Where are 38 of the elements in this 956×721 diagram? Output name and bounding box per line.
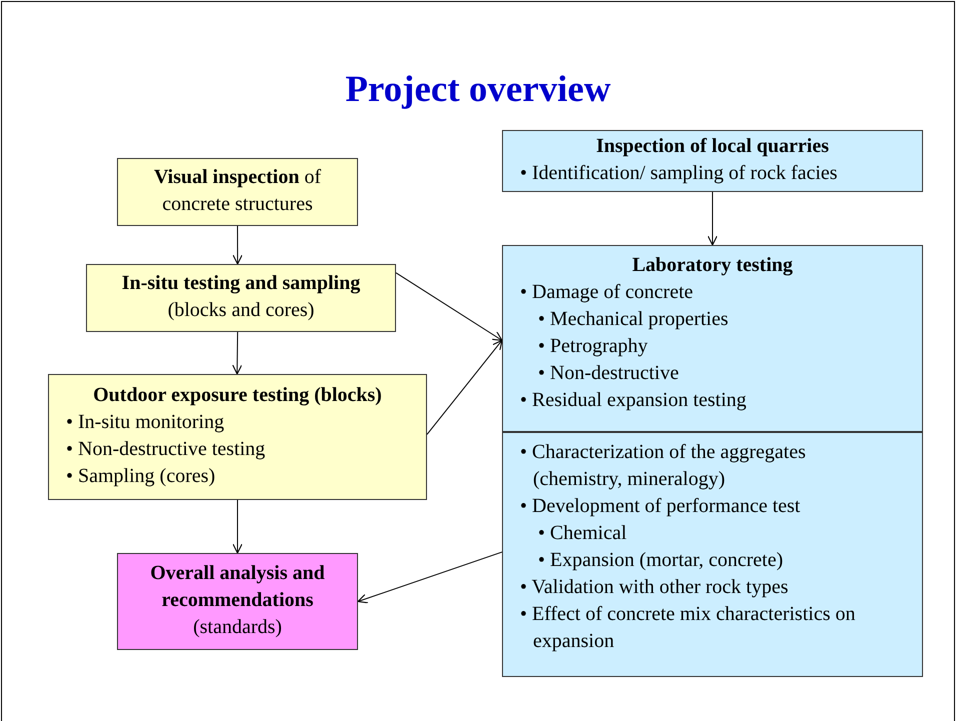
process-box — [502, 130, 923, 192]
process-box — [117, 158, 358, 226]
arrow — [426, 340, 503, 435]
list-item: • Damage of concrete — [519, 280, 694, 305]
box-text: (standards) — [192, 615, 283, 640]
box-heading: Laboratory testing — [631, 253, 794, 278]
list-item: • Sampling (cores) — [65, 464, 216, 489]
list-item: • Non-destructive — [537, 361, 680, 386]
box-text: (blocks and cores) — [166, 298, 316, 323]
list-item: • In-situ monitoring — [65, 410, 226, 435]
arrow — [357, 552, 502, 604]
list-item: • Identification/ sampling of rock facies — [519, 161, 838, 186]
list-item: • Validation with other rock types — [519, 575, 790, 600]
box-heading: Inspection of local quarries — [595, 134, 830, 159]
arrow — [232, 500, 243, 554]
arrow — [232, 332, 242, 375]
box-heading: Outdoor exposure testing (blocks) — [92, 383, 383, 408]
arrow — [232, 226, 243, 265]
process-box — [502, 432, 923, 677]
box-heading: In-situ testing and sampling — [120, 271, 362, 296]
list-item: • Characterization of the aggregates (chemistry, mineralogy) — [519, 440, 807, 492]
list-item: • Petrography — [537, 334, 649, 359]
process-box — [502, 245, 923, 432]
box-heading: Overall analysis and recommendations — [149, 561, 326, 613]
list-item: • Development of performance test — [519, 494, 802, 519]
result-box — [117, 553, 358, 650]
list-item: • Expansion (mortar, concrete) — [537, 548, 784, 573]
arrow — [396, 272, 503, 341]
title: Project overview — [344, 68, 612, 112]
list-item: • Non-destructive testing — [65, 437, 266, 462]
list-item: • Chemical — [537, 521, 628, 546]
list-item: • Effect of concrete mix characteristics on expansion — [519, 602, 856, 654]
process-box — [86, 264, 396, 332]
list-item: • Mechanical properties — [537, 307, 730, 332]
process-box — [48, 374, 427, 500]
list-item: • Residual expansion testing — [519, 388, 748, 413]
box-text: Visual inspection of concrete structures — [152, 165, 322, 217]
arrow — [707, 192, 718, 246]
